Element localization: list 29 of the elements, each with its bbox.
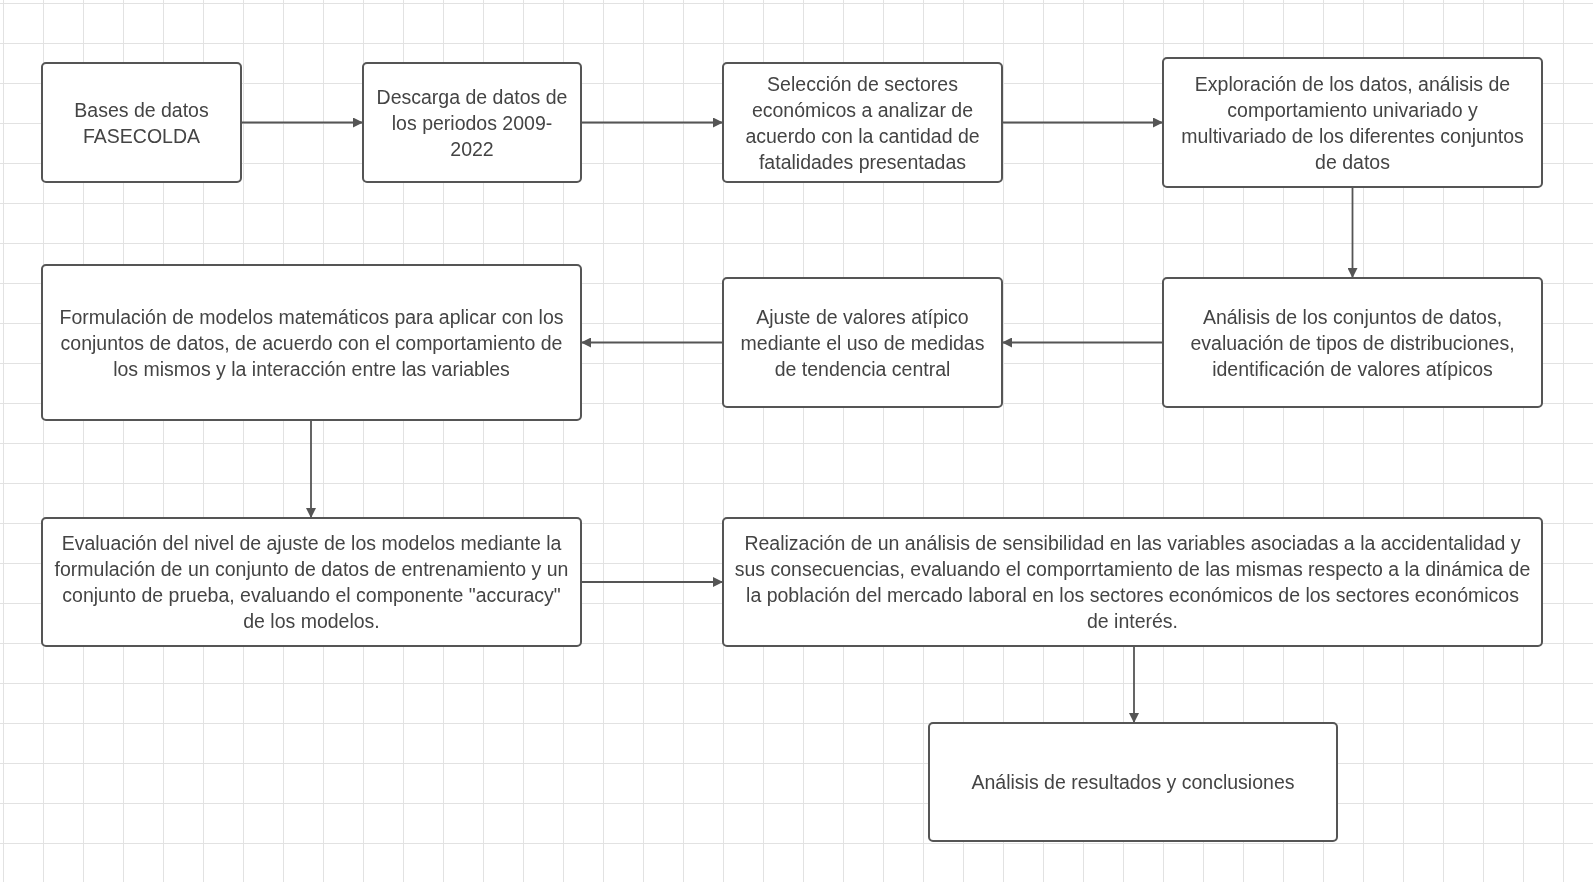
arrow <box>1002 117 1163 128</box>
process-box <box>1162 277 1543 408</box>
box-text: Análisis de los conjuntos de datos, evaluación de tipos de distribuciones, identificación de valores atípicos <box>1189 304 1516 382</box>
process-box <box>362 62 582 183</box>
box-text: Ajuste de valores atípico mediante el uso de medidas de tendencia central <box>739 304 986 382</box>
process-box <box>41 264 582 421</box>
box-text: Selección de sectores económicos a analizar de acuerdo con la cantidad de fatalidades presentadas <box>744 71 981 175</box>
box-text: Análisis de resultados y conclusiones <box>971 770 1295 795</box>
process-box <box>41 517 582 647</box>
process-box <box>41 62 242 183</box>
box-text: Realización de un análisis de sensibilidad en las variables asociadas a la accidentalidad y sus consecuencias, evaluando el comporrtamiento de las mismas respecto a la dinámica de la población del mercado laboral en los sectores económicos de los sectores económicos de interés. <box>734 531 1531 634</box>
process-box <box>722 277 1003 408</box>
process-box <box>722 62 1003 183</box>
box-text: Formulación de modelos matemáticos para aplicar con los conjuntos de datos, de acuerdo con el comportamiento de los mismos y la interacción entre las variables <box>58 304 565 382</box>
arrow <box>581 577 723 587</box>
arrow <box>581 337 723 348</box>
arrow <box>1347 187 1358 278</box>
arrow <box>1129 646 1139 723</box>
process-box <box>722 517 1543 647</box>
box-text: Exploración de los datos, análisis de comportamiento univariado y multivariado de los diferentes conjuntos de datos <box>1180 71 1525 175</box>
arrow <box>1002 337 1163 348</box>
arrow <box>581 117 723 128</box>
box-text: Evaluación del nivel de ajuste de los modelos mediante la formulación de un conjunto de datos de entrenamiento y un conjunto de prueba, evaluando el componente "accuracy" de los modelos. <box>53 531 570 634</box>
arrow <box>241 117 363 128</box>
process-box <box>1162 57 1543 188</box>
process-box <box>928 722 1338 842</box>
box-text: Descarga de datos de los periodos 2009-2022 <box>375 84 569 162</box>
box-text: Bases de datos FASECOLDA <box>73 97 210 149</box>
arrow <box>306 420 316 518</box>
